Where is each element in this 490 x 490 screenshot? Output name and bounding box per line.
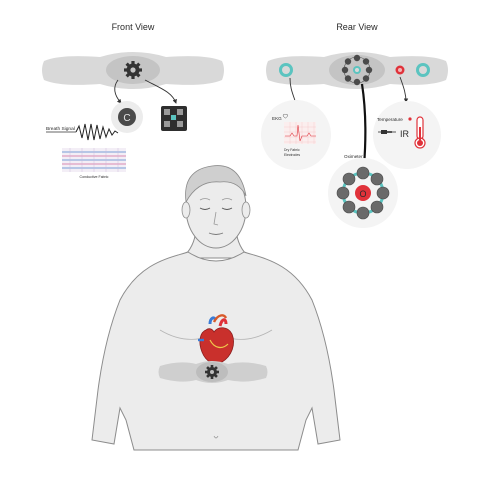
ir-label: IR	[400, 129, 410, 139]
temperature-detail-panel	[373, 101, 441, 169]
dry-fabric-label: Dry Fabric	[284, 148, 300, 152]
rear-oximeter-module	[341, 54, 373, 86]
oximeter-center-sensor	[355, 185, 371, 201]
ir-sensor-icon	[378, 130, 396, 134]
temperature-label: Temperature	[377, 117, 403, 122]
front-arrow-to-battery	[114, 79, 122, 104]
gear-icon	[124, 61, 142, 79]
front-view-title: Front View	[112, 22, 155, 32]
rear-electrode-right	[416, 63, 430, 77]
heart-rate-icon	[282, 114, 289, 119]
oximeter-symbol: O	[359, 189, 366, 199]
thermometer-icon	[414, 116, 426, 149]
front-arrow-to-board	[144, 79, 177, 104]
ekg-detail-panel	[261, 100, 331, 170]
body-gear-icon	[205, 365, 219, 379]
conductive-fabric-label: Conductive Fabric	[80, 175, 109, 179]
rear-electrode-left	[279, 63, 293, 77]
electrodes-label: Electrodes	[284, 153, 300, 157]
ekg-trace	[285, 124, 316, 142]
ekg-label: EKG	[272, 116, 282, 121]
oximeter-detail-panel	[328, 158, 398, 228]
breath-signal-label: Breath Signal	[46, 126, 75, 132]
battery-icon: C	[111, 101, 143, 133]
torso-figure	[91, 165, 341, 451]
breath-signal-wave	[75, 123, 119, 141]
circuit-board-icon	[161, 106, 187, 131]
conductive-fabric-swatch	[62, 148, 126, 172]
rear-view-title: Rear View	[336, 22, 378, 32]
rear-arrow-to-temperature	[399, 76, 409, 103]
rear-temperature-sensor	[395, 65, 405, 75]
oximeter-label: Oximeter	[344, 154, 363, 159]
svg-text:C: C	[123, 113, 130, 124]
temperature-indicator-dot	[408, 117, 412, 121]
heart-icon	[198, 314, 234, 364]
